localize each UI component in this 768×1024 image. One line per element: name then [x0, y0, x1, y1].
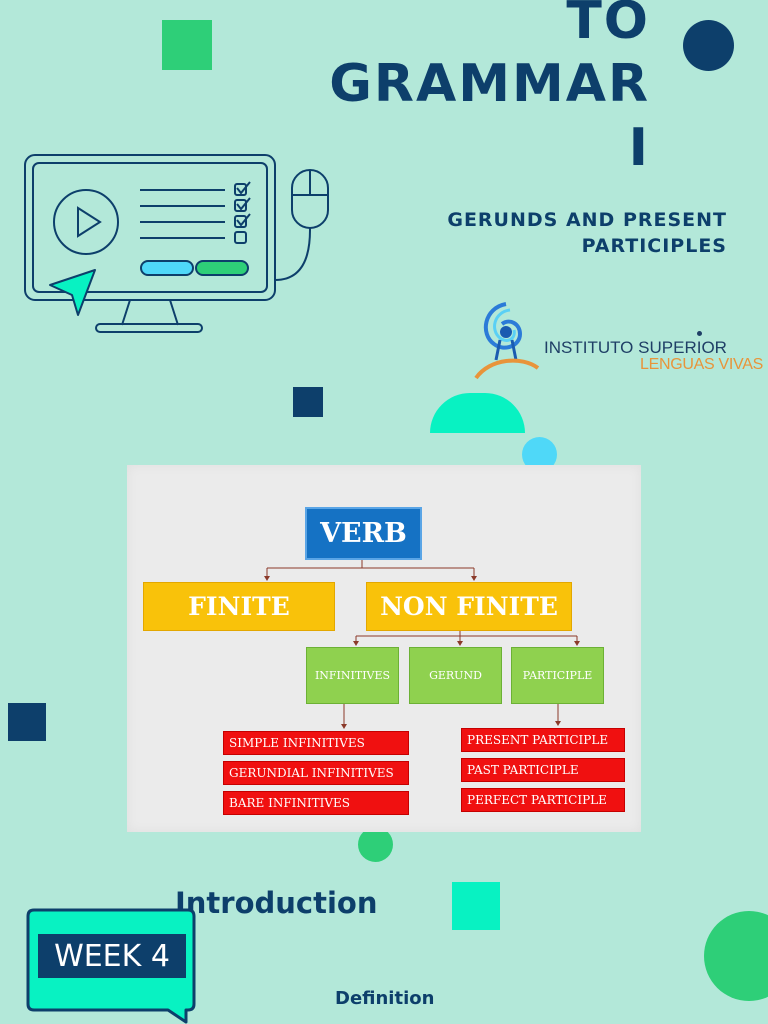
- diagram-node-non-finite: NON FINITE: [366, 582, 572, 631]
- diagram-leaf-present-participle: PRESENT PARTICIPLE: [461, 728, 625, 752]
- green-square-decoration: [162, 20, 212, 70]
- green-circle-small-decoration: [358, 827, 393, 862]
- section-link-definition[interactable]: Definition: [335, 988, 435, 1009]
- diagram-node-infinitives: INFINITIVES: [306, 647, 399, 704]
- page-subtitle: GERUNDS AND PRESENT PARTICIPLES: [347, 207, 727, 259]
- navy-circle-decoration: [683, 20, 734, 71]
- diagram-leaf-past-participle: PAST PARTICIPLE: [461, 758, 625, 782]
- logo-text-line-1: INSTITUTO SUPERIOR: [544, 338, 727, 358]
- diagram-node-verb: VERB: [305, 507, 422, 560]
- diagram-node-participle: PARTICIPLE: [511, 647, 604, 704]
- diagram-leaf-perfect-participle: PERFECT PARTICIPLE: [461, 788, 625, 812]
- logo-dot: [697, 331, 702, 336]
- section-heading-introduction: Introduction: [175, 886, 378, 920]
- navy-square-left-decoration: [8, 703, 46, 741]
- logo-swirl-icon: [474, 302, 540, 380]
- page-title-line-2: GRAMMAR: [329, 54, 650, 114]
- mint-square-decoration: [452, 882, 500, 930]
- diagram-leaf-simple-infinitives: SIMPLE INFINITIVES: [223, 731, 409, 755]
- subtitle-line-2: PARTICIPLES: [581, 235, 727, 257]
- week-badge[interactable]: WEEK 4: [38, 934, 186, 978]
- logo-word-superior: SUPERIOR: [638, 338, 727, 357]
- green-circle-large-decoration: [704, 911, 768, 1001]
- diagram-leaf-gerundial-infinitives: GERUNDIAL INFINITIVES: [223, 761, 409, 785]
- diagram-leaf-bare-infinitives: BARE INFINITIVES: [223, 791, 409, 815]
- page-title-line-1: TO: [566, 0, 650, 51]
- navy-square-decoration: [293, 387, 323, 417]
- diagram-node-finite: FINITE: [143, 582, 335, 631]
- monitor-icon: [24, 154, 329, 333]
- page-title-line-3: I: [628, 118, 650, 178]
- logo-word-lenguas-vivas: LENGUAS VIVAS: [640, 356, 763, 373]
- logo-word-instituto: INSTITUTO: [544, 338, 634, 357]
- diagram-node-gerund: GERUND: [409, 647, 502, 704]
- subtitle-line-1: GERUNDS AND PRESENT: [447, 209, 727, 231]
